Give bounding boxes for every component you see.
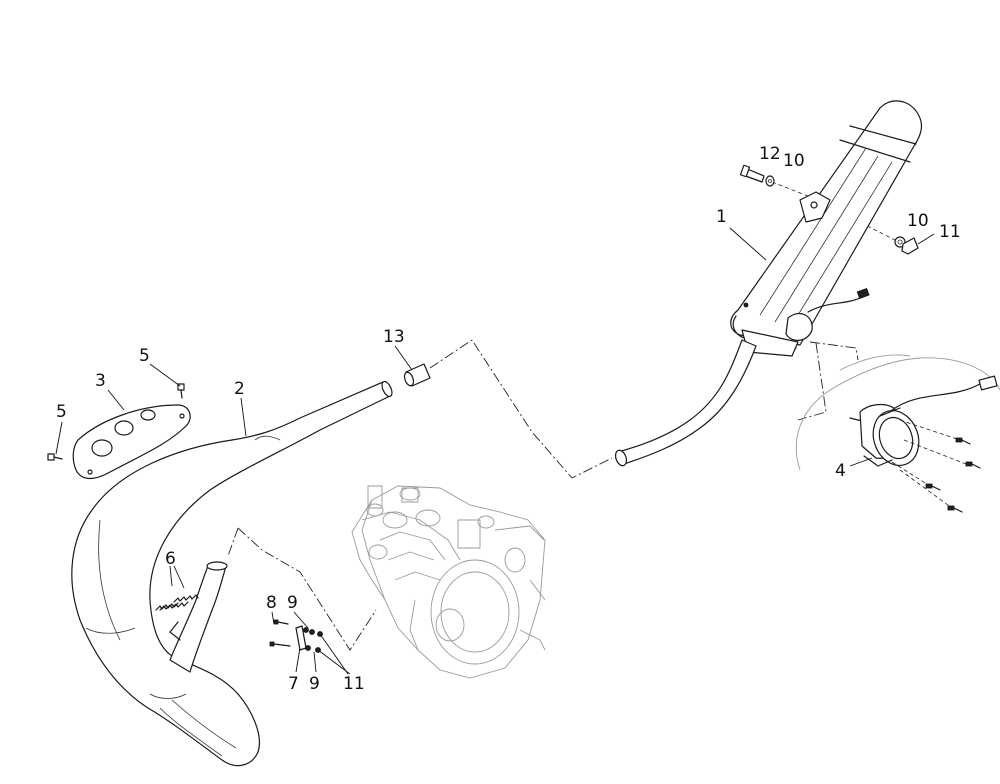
callout-10-left: 10 [783,151,805,171]
callout-9-upper: 9 [287,593,298,613]
callout-2: 2 [234,379,245,399]
callout-labels: 1 2 3 4 5 5 6 7 8 9 9 10 10 11 11 12 13 [56,144,961,694]
part-4-actuator [795,354,1000,513]
callout-9-lower: 9 [309,674,320,694]
callout-3: 3 [95,371,106,391]
callout-10-right: 10 [907,211,929,231]
leader-lines [55,227,935,675]
callout-5-lower: 5 [56,402,67,422]
callout-13: 13 [383,327,405,347]
part-3-heat-shield [72,404,191,480]
part-6-springs [155,594,199,611]
part-2-expansion-chamber [71,380,393,767]
callout-6: 6 [165,549,176,569]
callout-11-right: 11 [939,222,961,242]
callout-5-upper: 5 [139,346,150,366]
callout-12: 12 [759,144,781,164]
callout-11-lower: 11 [343,674,365,694]
part-13-coupler [403,363,431,387]
callout-7: 7 [288,674,299,694]
parts-7-8-9-11-hardware [269,619,323,653]
callout-4: 4 [835,461,846,481]
fasteners-silencer-mount [739,164,919,255]
callout-8: 8 [266,593,277,613]
part-5-screws [47,383,185,461]
part-1-silencer [614,100,923,467]
callout-1: 1 [716,207,727,227]
engine-reference-ghost [351,485,546,679]
